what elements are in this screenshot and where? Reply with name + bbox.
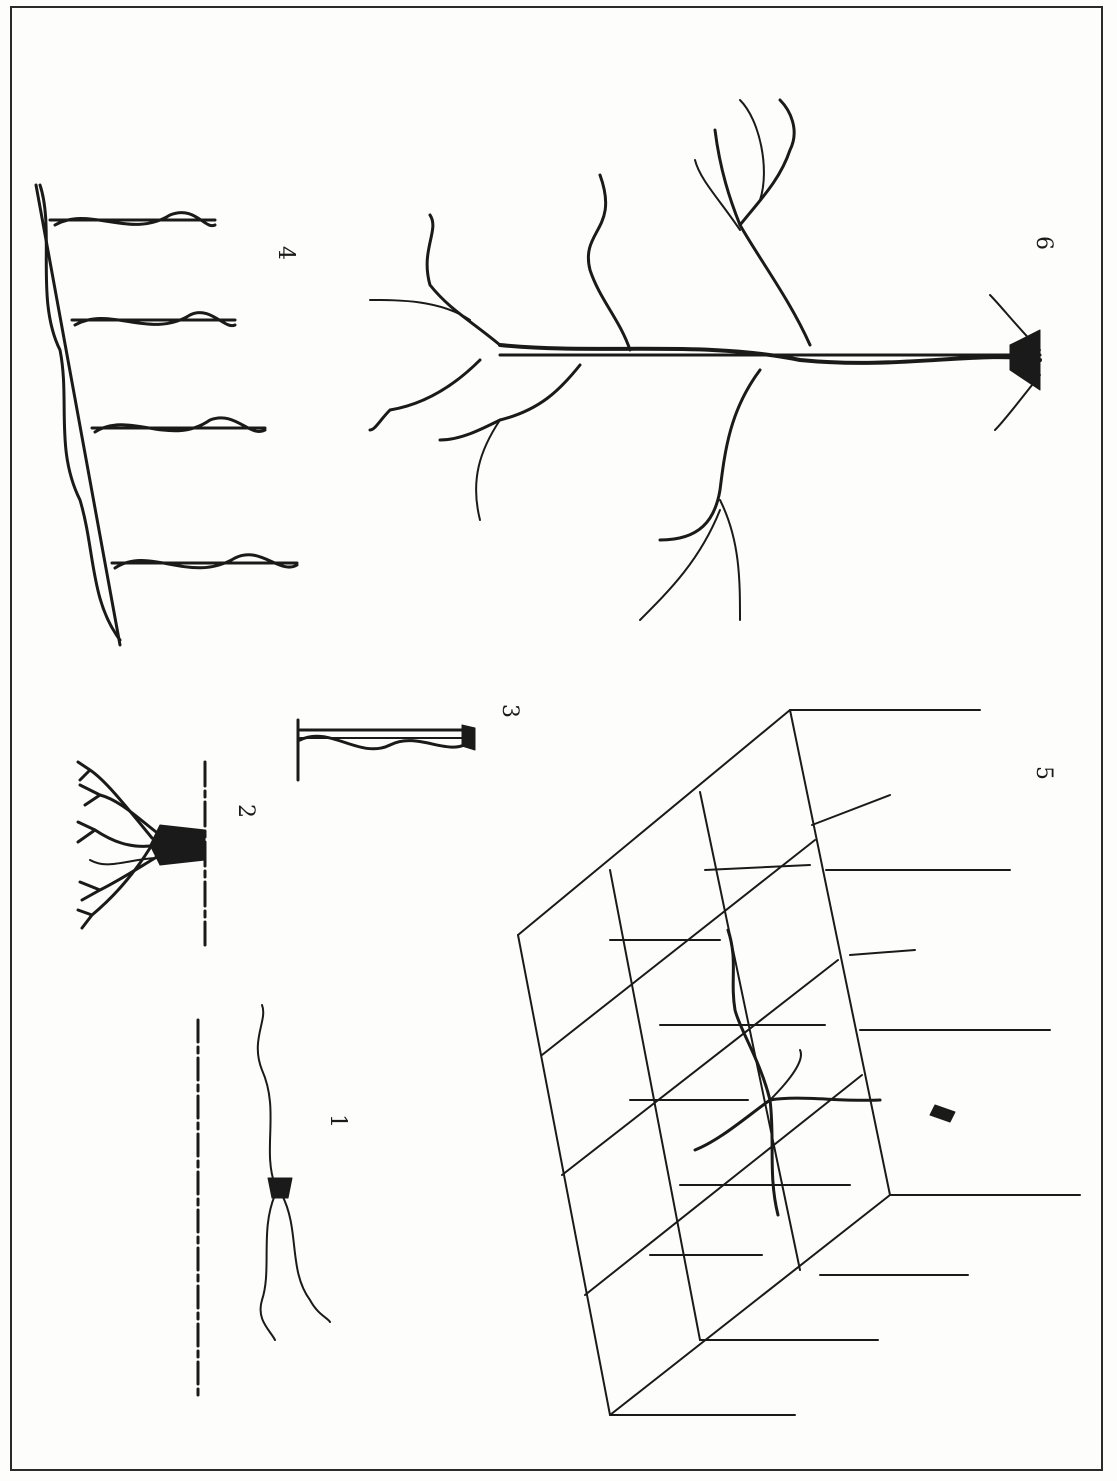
figure-4-cordon — [36, 185, 297, 645]
figure-5-label: 5 — [1032, 766, 1054, 780]
figure-5-pergola — [518, 710, 1080, 1415]
figure-4-label: 4 — [274, 246, 296, 260]
figure-2-head-vine — [78, 762, 205, 945]
figure-6-label: 6 — [1032, 236, 1054, 250]
figure-1-young-vine — [198, 1005, 330, 1395]
figure-1-label: 1 — [326, 1114, 348, 1128]
figure-3-cane-on-stake — [298, 720, 475, 780]
figure-3-label: 3 — [498, 704, 520, 718]
figure-2-label: 2 — [234, 804, 256, 818]
figure-6-vine-form — [370, 100, 1040, 620]
